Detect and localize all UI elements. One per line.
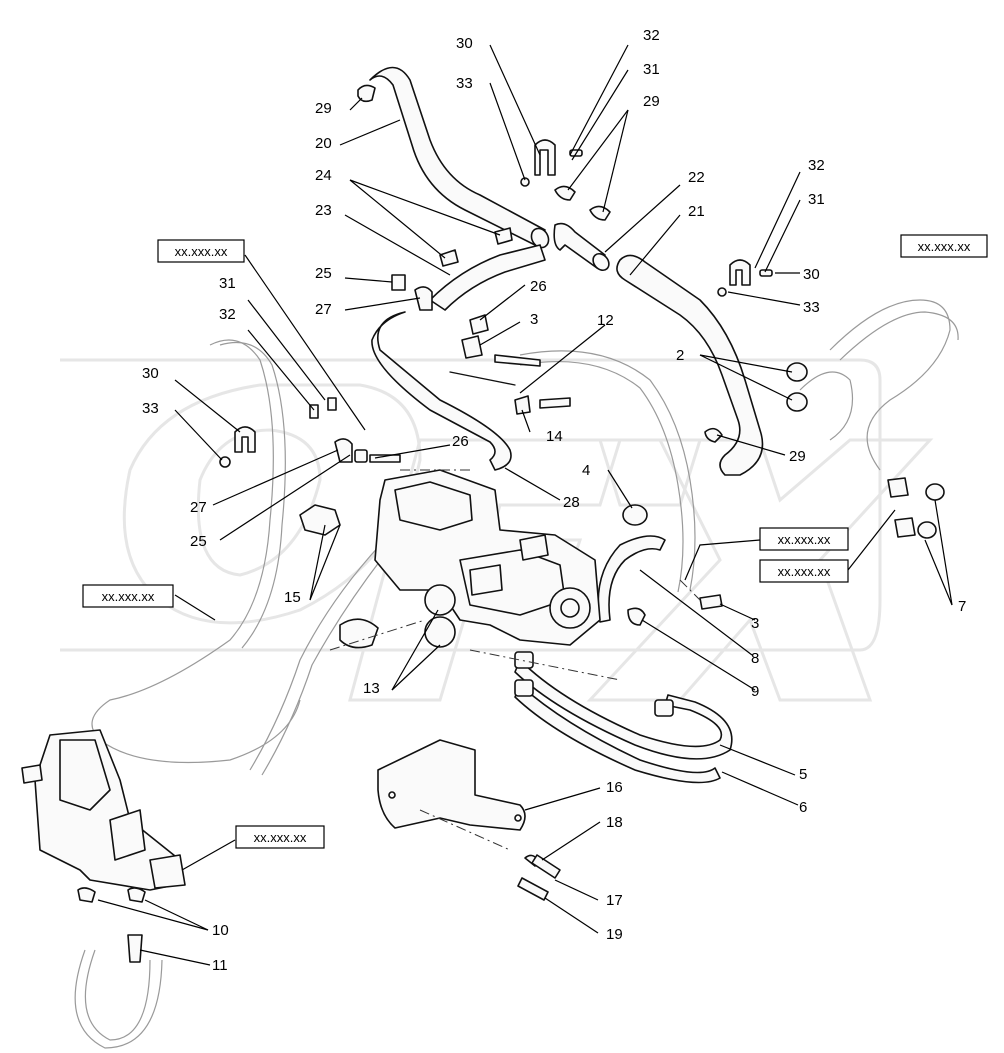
callout-label: 20	[315, 135, 332, 152]
alignment-lines	[329, 469, 701, 851]
callout-label: 2	[676, 347, 684, 364]
callout-label: 6	[799, 799, 807, 816]
callout-label: 11	[212, 957, 228, 974]
reference-box: xx.xxx.xx	[157, 239, 245, 263]
reference-box: xx.xxx.xx	[759, 559, 849, 583]
callout-label: 31	[808, 191, 825, 208]
svg-text:xx.xxx.xx: xx.xxx.xx	[918, 239, 971, 254]
svg-text:xx.xxx.xx: xx.xxx.xx	[778, 532, 831, 547]
bracket-16	[377, 739, 561, 901]
callout-label: 33	[142, 400, 159, 417]
callout-label: 3	[751, 615, 759, 632]
callout-label: 22	[688, 169, 705, 186]
callout-label: 26	[530, 278, 547, 295]
small-fittings	[219, 84, 945, 649]
pipe-28	[371, 311, 512, 471]
reference-box: xx.xxx.xx	[900, 234, 988, 258]
callout-label: 33	[803, 299, 820, 316]
elbow-22	[553, 222, 610, 272]
hose-20	[369, 66, 550, 249]
leader-lines	[97, 44, 953, 966]
callout-label: 25	[315, 265, 332, 282]
callout-label: 17	[606, 892, 623, 909]
hose-21	[616, 254, 764, 476]
hose-23	[429, 244, 546, 311]
callout-label: 14	[546, 428, 563, 445]
reference-box: xx.xxx.xx	[235, 825, 325, 849]
svg-text:xx.xxx.xx: xx.xxx.xx	[254, 830, 307, 845]
callout-label: 7	[958, 598, 966, 615]
callout-label: 9	[751, 683, 759, 700]
callout-label: 32	[219, 306, 236, 323]
callout-label: 26	[452, 433, 469, 450]
callout-label: 13	[363, 680, 380, 697]
callout-label: 15	[284, 589, 301, 606]
callout-label: 31	[643, 61, 660, 78]
callout-label: 8	[751, 650, 759, 667]
callout-label: 10	[212, 922, 229, 939]
background-hoses	[74, 299, 959, 1049]
callout-label: 21	[688, 203, 705, 220]
hoses-5-6	[514, 651, 733, 784]
callout-label: 12	[597, 312, 614, 329]
control-valve	[21, 729, 186, 963]
callout-label: 25	[190, 533, 207, 550]
callout-label: 18	[606, 814, 623, 831]
svg-text:xx.xxx.xx: xx.xxx.xx	[175, 244, 228, 259]
callout-label: 16	[606, 779, 623, 796]
callout-label: 27	[315, 301, 332, 318]
callout-label: 5	[799, 766, 807, 783]
callout-label: 30	[456, 35, 473, 52]
reference-box: xx.xxx.xx	[82, 584, 174, 608]
callout-label: 19	[606, 926, 623, 943]
callout-label: 33	[456, 75, 473, 92]
callout-label: 29	[789, 448, 806, 465]
callout-labels: 30 32 33 31 29 29 20 24 23 22 21 32 31 2…	[142, 27, 966, 974]
callout-label: 4	[582, 462, 590, 479]
callout-label: 30	[142, 365, 159, 382]
callout-label: 29	[315, 100, 332, 117]
reference-box: xx.xxx.xx	[759, 527, 849, 551]
callout-label: 24	[315, 167, 332, 184]
svg-text:xx.xxx.xx: xx.xxx.xx	[778, 564, 831, 579]
callout-label: 27	[190, 499, 207, 516]
callout-label: 3	[530, 311, 538, 328]
callout-label: 29	[643, 93, 660, 110]
pump-assembly	[374, 469, 601, 648]
callout-label: 31	[219, 275, 236, 292]
callout-label: 32	[643, 27, 660, 44]
callout-label: 23	[315, 202, 332, 219]
callout-label: 32	[808, 157, 825, 174]
svg-text:xx.xxx.xx: xx.xxx.xx	[102, 589, 155, 604]
callout-label: 30	[803, 266, 820, 283]
callout-label: 28	[563, 494, 580, 511]
